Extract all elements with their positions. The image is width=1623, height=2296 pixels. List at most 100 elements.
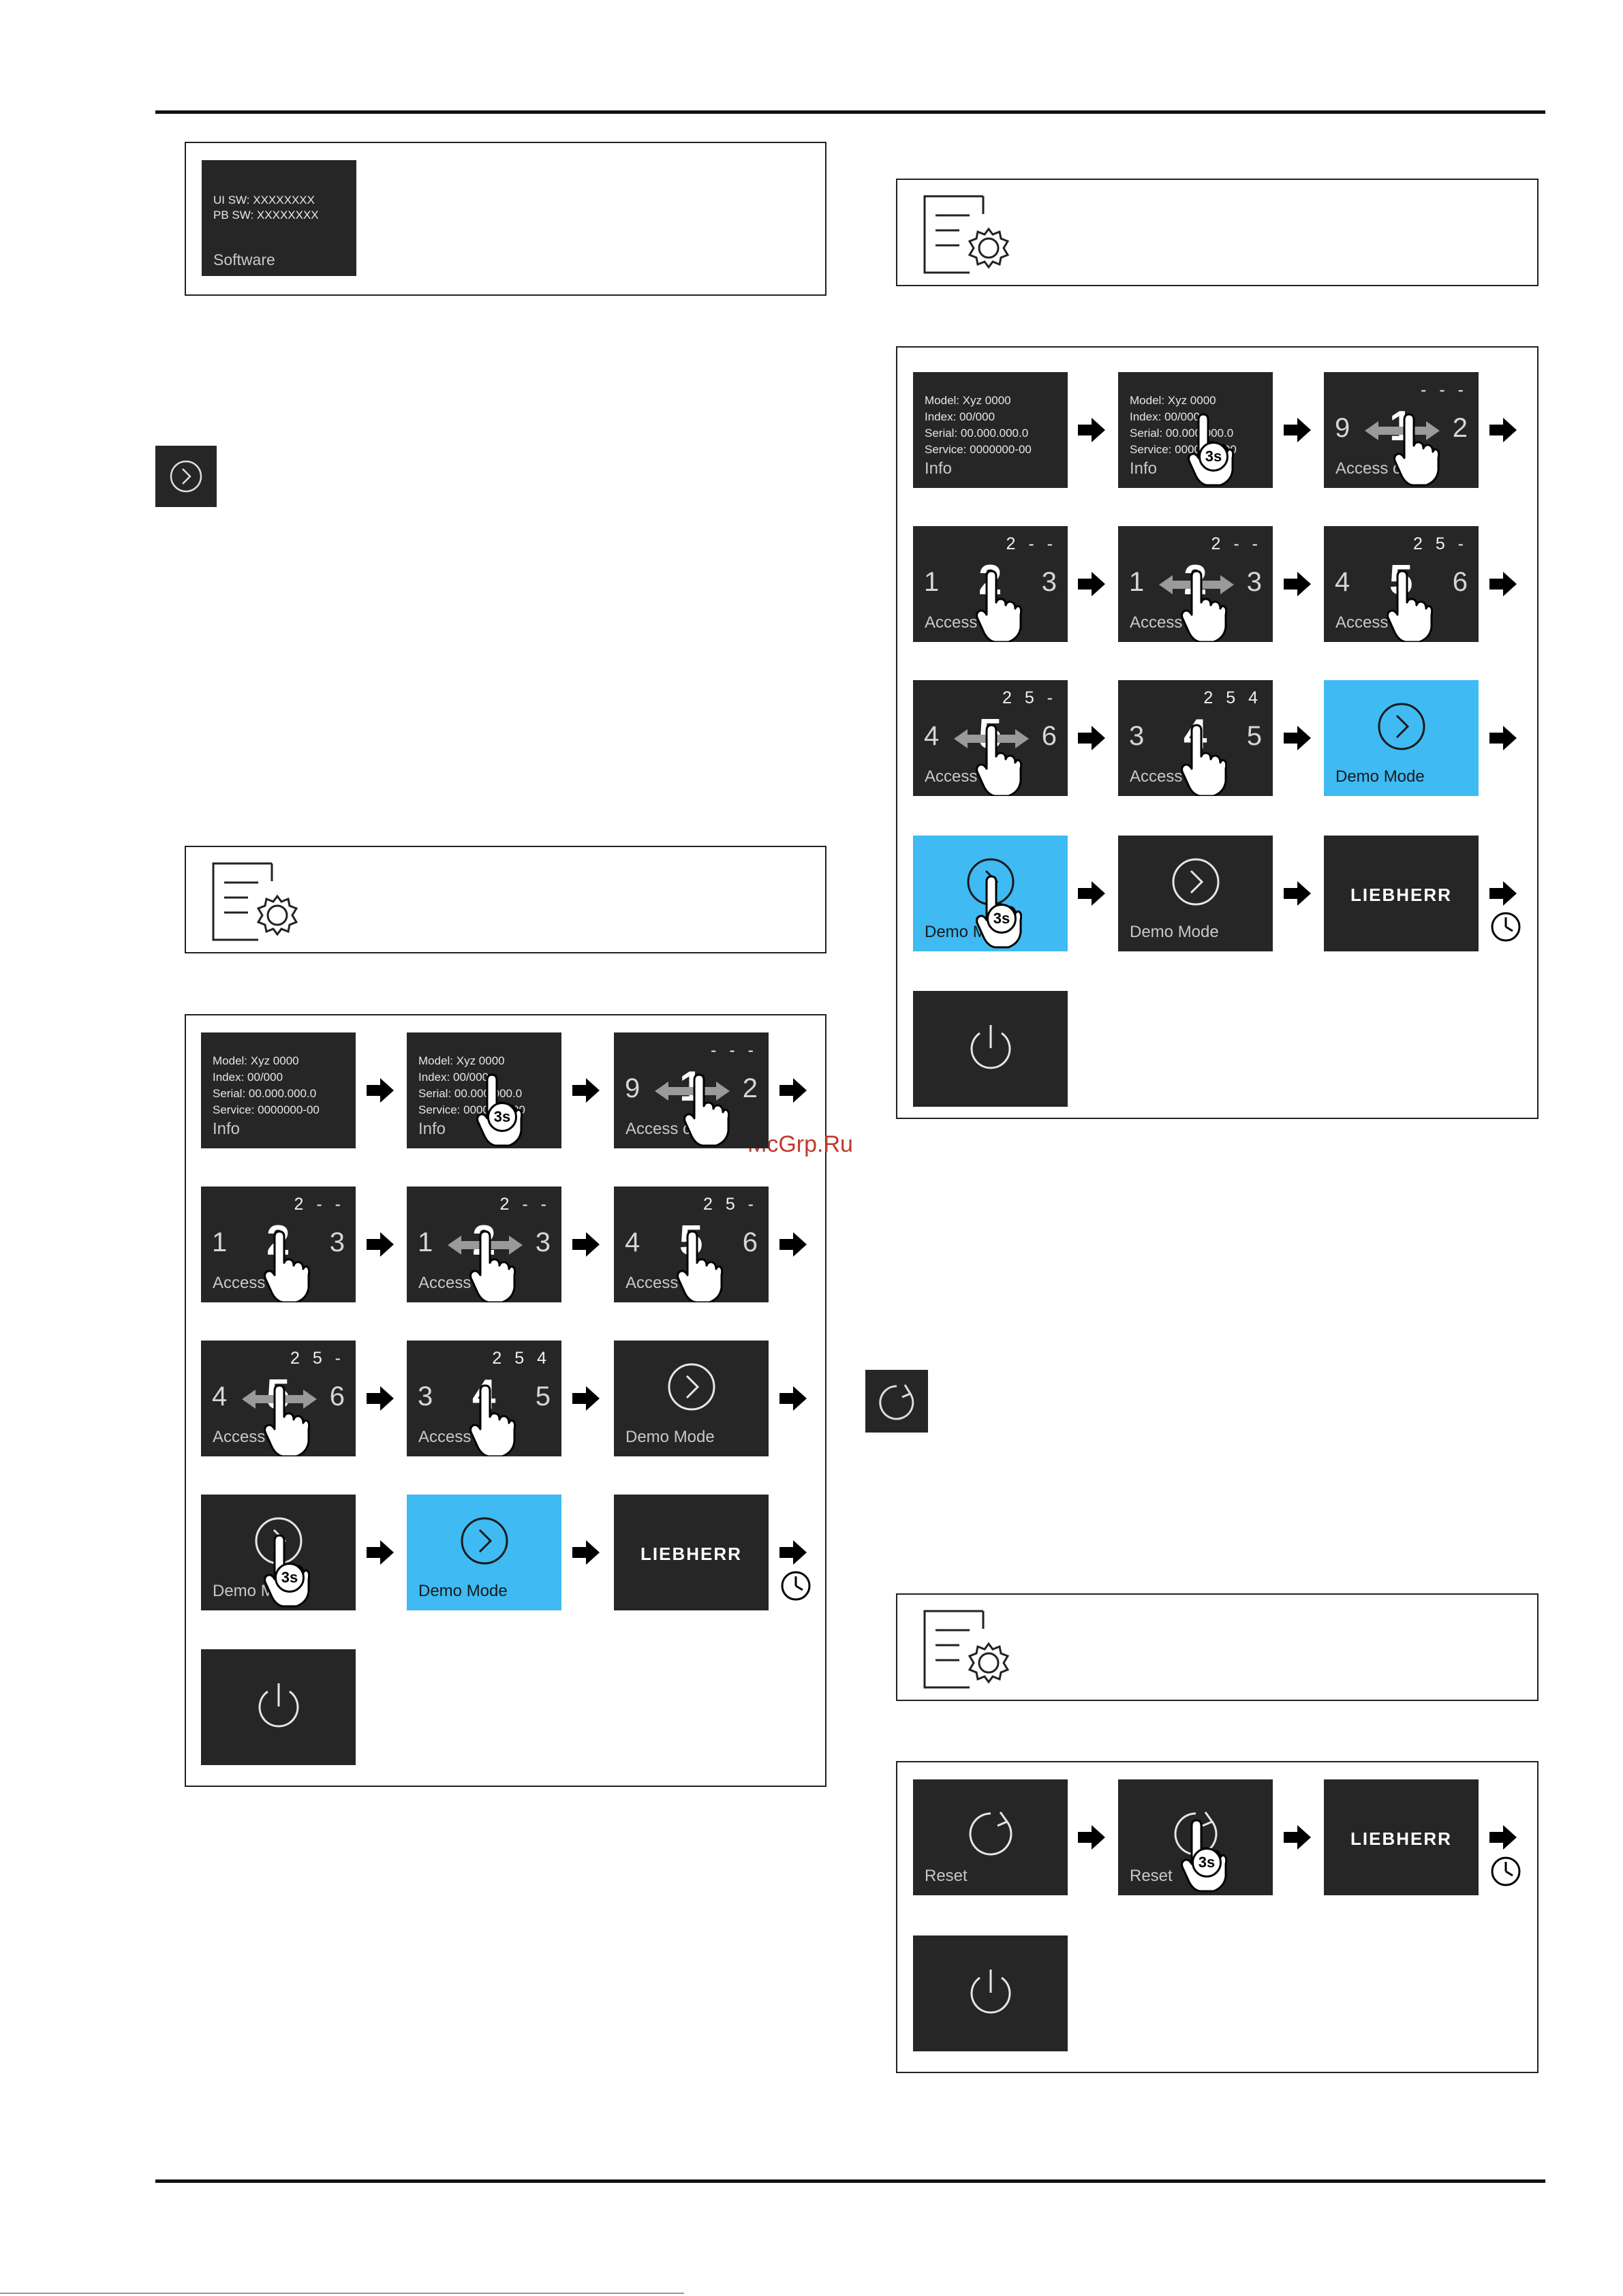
digit-previous: 1 (1129, 567, 1145, 597)
info-index: Index: 00/000 (1130, 410, 1201, 423)
next-step-arrow (1282, 1822, 1312, 1852)
digit-next: 3 (329, 1227, 345, 1257)
software-screen: UI SW: XXXXXXXX PB SW: XXXXXXXX Software (202, 160, 356, 276)
digit-next: 6 (1041, 721, 1057, 751)
hold-finger-icon: 3s (475, 1073, 523, 1148)
digit-next: 5 (1246, 721, 1262, 751)
next-step-arrow (1488, 878, 1518, 908)
tap-finger-icon (675, 1230, 724, 1302)
next-step-arrow (1077, 569, 1107, 599)
info-index: Index: 00/000 (925, 410, 995, 423)
header-rule (155, 110, 1545, 114)
arrow-circle-icon (170, 460, 202, 493)
digit-previous: 3 (1129, 721, 1145, 751)
next-step-arrow (1282, 415, 1312, 445)
access-code-entry: 2 5 - (702, 1195, 758, 1214)
tap-finger-icon (974, 724, 1023, 796)
tap-finger-icon (682, 1073, 730, 1148)
hold-3s-badge: 3s (487, 1102, 517, 1132)
demo-mode-label: Demo Mode (1130, 923, 1219, 941)
info-label: Info (1130, 459, 1158, 478)
digit-previous: 3 (418, 1381, 433, 1411)
next-step-arrow (571, 1383, 601, 1413)
digit-next: 3 (1041, 567, 1057, 597)
tap-finger-icon (974, 570, 1023, 642)
info-label: Info (925, 459, 953, 478)
info-model: Model: Xyz 0000 (925, 394, 1011, 407)
next-step-arrow (1488, 723, 1518, 753)
access-code-entry: 2 - - (294, 1195, 345, 1214)
timer-clock-icon (1489, 910, 1522, 943)
arrow-circle-icon (1376, 701, 1427, 756)
next-step-arrow (1282, 878, 1312, 908)
next-step-arrow (1077, 878, 1107, 908)
settings-frame-reset (896, 1593, 1539, 1701)
access-code-entry: 2 - - (499, 1195, 551, 1214)
digit-previous: 4 (1335, 567, 1350, 597)
demo-mode-active: Demo Mode (407, 1495, 561, 1610)
reset-icon (965, 1808, 1017, 1863)
tap-finger-icon (1385, 570, 1434, 642)
digit-previous: 9 (625, 1073, 640, 1103)
demo-mode-icon-box (155, 446, 217, 507)
arrow-circle-icon (459, 1515, 510, 1570)
power-screen (201, 1649, 356, 1765)
digit-previous: 4 (212, 1381, 228, 1411)
digit-next: 6 (1452, 567, 1468, 597)
hold-finger-icon: 3s (974, 875, 1023, 951)
liebherr-logo: LIEBHERR (640, 1544, 742, 1564)
info-index: Index: 00/000 (418, 1071, 489, 1084)
software-frame: UI SW: XXXXXXXX PB SW: XXXXXXXX Software (185, 142, 826, 296)
access-code-step-3: 4562 5 -Access code (614, 1187, 769, 1302)
next-step-arrow (1282, 723, 1312, 753)
next-step-arrow (365, 1383, 395, 1413)
settings-frame-left (185, 846, 826, 953)
access-code-step-2-swipe: 1232 - -Access code (1118, 526, 1273, 642)
access-code-entry: - - - (711, 1041, 758, 1060)
demo-mode-inactive: Demo Mode (1118, 836, 1273, 951)
info-service: Service: 0000000-00 (213, 1103, 320, 1116)
settings-icon (212, 862, 298, 941)
access-code-entry: 2 - - (1211, 534, 1262, 553)
demo-mode-label: Demo Mode (1335, 767, 1425, 786)
reset-label: Reset (1130, 1867, 1173, 1885)
liebherr-splash: LIEBHERR (1324, 836, 1479, 951)
liebherr-logo: LIEBHERR (1350, 885, 1452, 905)
tap-finger-icon (1179, 570, 1228, 642)
access-code-entry: 2 5 4 (492, 1349, 551, 1368)
digit-previous: 4 (924, 721, 940, 751)
digit-next: 5 (535, 1381, 551, 1411)
reset-icon (1170, 1808, 1222, 1863)
next-step-arrow (1077, 415, 1107, 445)
swipe-arrows-icon (655, 1077, 730, 1108)
tap-finger-icon (468, 1384, 516, 1456)
digit-next: 3 (1246, 567, 1262, 597)
reset-icon (879, 1384, 914, 1420)
reset-icon-box (865, 1370, 928, 1433)
info-index: Index: 00/000 (213, 1071, 283, 1084)
next-step-arrow (365, 1075, 395, 1105)
access-code-step-2: 1232 - -Access code (913, 526, 1068, 642)
access-code-entry: 2 5 4 (1203, 688, 1262, 707)
info-model: Model: Xyz 0000 (213, 1054, 299, 1067)
settings-icon (923, 195, 1010, 274)
arrow-circle-icon (666, 1361, 717, 1416)
demo-mode-label: Demo Mode (418, 1582, 508, 1600)
access-code-step-3-swipe: 4562 5 -Access code (201, 1341, 356, 1456)
hold-3s-badge: 3s (987, 904, 1017, 934)
power-screen (913, 991, 1068, 1107)
access-code-step-3: 4562 5 -Access code (1324, 526, 1479, 642)
access-code-entry: 2 - - (1006, 534, 1057, 553)
power-icon (253, 1681, 305, 1736)
footer-rule (155, 2179, 1545, 2183)
tap-finger-icon (262, 1384, 311, 1456)
timer-clock-icon (1489, 1855, 1522, 1888)
